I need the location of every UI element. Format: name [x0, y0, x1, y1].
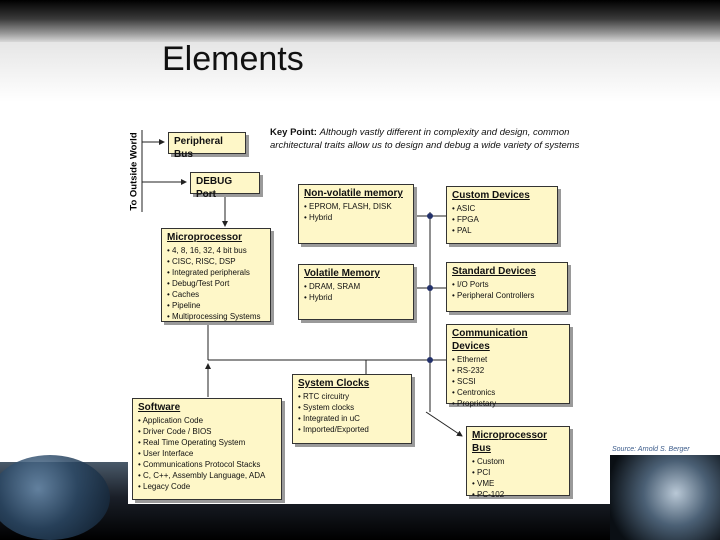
peripheral-bus-title: Peripheral Bus: [174, 136, 223, 160]
glass-image: [610, 455, 720, 540]
microprocessor-box: Microprocessor 4, 8, 16, 32, 4 bit bus C…: [161, 228, 271, 322]
list-item: Legacy Code: [138, 481, 276, 492]
key-point-note: Key Point: Although vastly different in …: [270, 126, 610, 152]
list-item: VME: [472, 478, 564, 489]
to-outside-world-label: To Outside World: [128, 132, 140, 211]
source-credit: Source: Arnold S. Berger: [612, 446, 690, 453]
peripheral-bus-box: Peripheral Bus: [168, 132, 246, 160]
list-item: I/O Ports: [452, 279, 562, 290]
list-item: Pipeline: [167, 300, 265, 311]
system-clocks-box: System Clocks RTC circuitry System clock…: [292, 374, 412, 444]
list-item: DRAM, SRAM: [304, 281, 408, 292]
software-box: Software Application Code Driver Code / …: [132, 398, 282, 500]
list-item: SCSI: [452, 376, 564, 387]
list-item: 4, 8, 16, 32, 4 bit bus: [167, 245, 265, 256]
list-item: PCI: [472, 467, 564, 478]
list-item: Centronics: [452, 387, 564, 398]
volatile-memory-box: Volatile Memory DRAM, SRAM Hybrid: [298, 264, 414, 320]
standard-devices-title: Standard Devices: [452, 266, 536, 277]
list-item: User Interface: [138, 448, 276, 459]
list-item: PC-102: [472, 489, 564, 500]
list-item: Real Time Operating System: [138, 437, 276, 448]
list-item: Communications Protocol Stacks: [138, 459, 276, 470]
list-item: Integrated peripherals: [167, 267, 265, 278]
list-item: System clocks: [298, 402, 406, 413]
connector-lines: [141, 130, 463, 437]
title-bar-gradient: [0, 0, 720, 42]
software-title: Software: [138, 402, 181, 413]
nonvolatile-memory-title: Non-volatile memory: [304, 188, 403, 199]
microprocessor-title: Microprocessor: [167, 232, 243, 243]
standard-devices-box: Standard Devices I/O Ports Peripheral Co…: [446, 262, 568, 312]
key-point-text: Although vastly different in complexity …: [270, 127, 580, 151]
list-item: Multiprocessing Systems: [167, 311, 265, 322]
list-item: Imported/Exported: [298, 424, 406, 435]
list-item: Hybrid: [304, 212, 408, 223]
debug-port-box: DEBUG Port: [190, 172, 260, 200]
list-item: Application Code: [138, 415, 276, 426]
slide-title: Elements: [162, 40, 304, 78]
debug-port-title: DEBUG Port: [196, 176, 233, 200]
volatile-memory-title: Volatile Memory: [304, 268, 380, 279]
list-item: EPROM, FLASH, DISK: [304, 201, 408, 212]
microprocessor-bus-title: Microprocessor Bus: [472, 430, 548, 454]
list-item: C, C++, Assembly Language, ADA: [138, 470, 276, 481]
side-label: To Outside World: [118, 130, 142, 230]
list-item: Hybrid: [304, 292, 408, 303]
nonvolatile-memory-box: Non-volatile memory EPROM, FLASH, DISK H…: [298, 184, 414, 244]
list-item: FPGA: [452, 214, 552, 225]
list-item: RTC circuitry: [298, 391, 406, 402]
list-item: Ethernet: [452, 354, 564, 365]
list-item: Debug/Test Port: [167, 278, 265, 289]
architecture-diagram: To Outside World Key Point: Although vas…: [128, 112, 610, 504]
list-item: CISC, RISC, DSP: [167, 256, 265, 267]
list-item: Integrated in uC: [298, 413, 406, 424]
microprocessor-bus-box: Microprocessor Bus Custom PCI VME PC-102: [466, 426, 570, 499]
list-item: Peripheral Controllers: [452, 290, 562, 301]
list-item: Custom: [472, 456, 564, 467]
list-item: Driver Code / BIOS: [138, 426, 276, 437]
key-point-lead: Key Point:: [270, 127, 317, 138]
list-item: RS-232: [452, 365, 564, 376]
communication-devices-title: Communication Devices: [452, 328, 528, 352]
custom-devices-box: Custom Devices ASIC FPGA PAL: [446, 186, 558, 244]
title-fade: [0, 42, 720, 102]
system-clocks-title: System Clocks: [298, 378, 370, 389]
list-item: PAL: [452, 225, 552, 236]
list-item: Caches: [167, 289, 265, 300]
globe-image: [0, 455, 110, 540]
list-item: ASIC: [452, 203, 552, 214]
communication-devices-box: Communication Devices Ethernet RS-232 SC…: [446, 324, 570, 408]
custom-devices-title: Custom Devices: [452, 190, 530, 201]
list-item: Proprietary: [452, 398, 564, 409]
